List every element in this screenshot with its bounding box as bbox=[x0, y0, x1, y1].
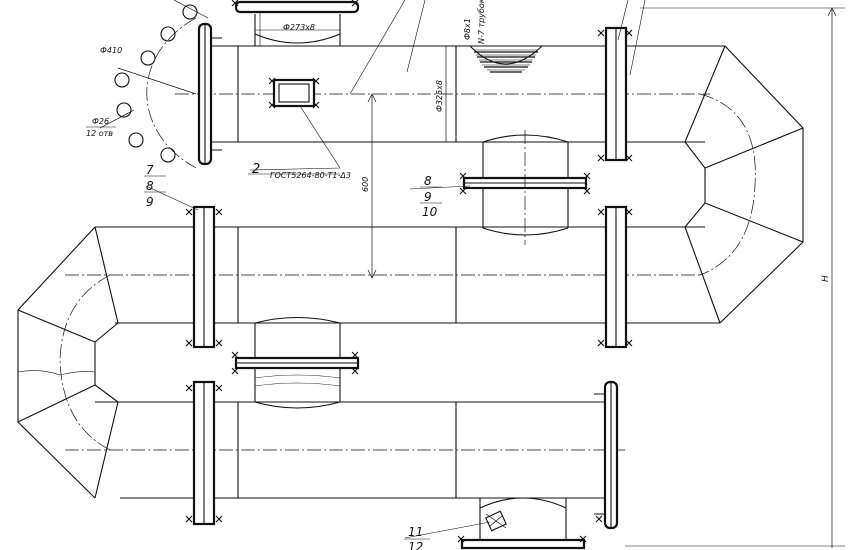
annotations: Ф410 Ф26 12 отв Ф273х8 Ф325х8 Ф8х1 N-7 т… bbox=[86, 0, 831, 550]
rect-nozzle bbox=[268, 77, 320, 109]
flange-middle-right bbox=[597, 205, 633, 349]
callout-8-9-10: 8 9 10 bbox=[420, 174, 442, 219]
flange-bottom-left bbox=[185, 380, 223, 526]
flange-top-left bbox=[197, 22, 222, 166]
flange-top-right bbox=[597, 26, 633, 162]
bottom-pipe bbox=[65, 401, 625, 499]
label-d325: Ф325х8 bbox=[435, 80, 444, 112]
callout-10: 10 bbox=[422, 205, 438, 219]
callout-8b: 8 bbox=[424, 174, 432, 188]
top-pipe bbox=[175, 45, 725, 143]
callout-9b: 9 bbox=[424, 190, 432, 204]
label-tube-dia: Ф8х1 bbox=[463, 18, 472, 40]
flange-middle-left bbox=[185, 205, 223, 349]
dimension-lines bbox=[145, 0, 845, 548]
left-elbow bbox=[17, 226, 119, 499]
nozzle-lower bbox=[231, 316, 360, 409]
label-d410: Ф410 bbox=[100, 46, 122, 55]
label-dim-h: H bbox=[821, 275, 831, 282]
bolt-circle-detail bbox=[99, 0, 209, 169]
callout-9: 9 bbox=[146, 195, 154, 209]
callout-11-12: 11 12 bbox=[404, 525, 430, 550]
callout-7: 7 bbox=[146, 163, 154, 177]
callout-12: 12 bbox=[408, 540, 423, 550]
nozzle-bottom bbox=[457, 497, 587, 550]
label-dim-600: 600 bbox=[361, 177, 370, 192]
callout-11: 11 bbox=[408, 525, 423, 539]
label-gost: ГОСТ5264-80-Т1-Δ3 bbox=[270, 171, 351, 180]
callout-8: 8 bbox=[146, 179, 154, 193]
label-d26: Ф26 bbox=[92, 117, 109, 126]
flanges bbox=[185, 22, 633, 530]
flange-bottom-right bbox=[594, 380, 619, 530]
label-tube-count: N-7 трубок bbox=[477, 0, 486, 44]
label-d273: Ф273х8 bbox=[283, 23, 315, 32]
bolt-holes bbox=[114, 4, 198, 163]
label-holes: 12 отв bbox=[86, 129, 113, 138]
nozzle-top bbox=[231, 0, 360, 46]
nozzle-middle bbox=[459, 130, 591, 245]
callout-7-8-9: 7 8 9 bbox=[144, 163, 166, 209]
right-elbow bbox=[684, 45, 804, 324]
label-nozzle-2: 2 bbox=[252, 162, 260, 177]
tube-bundle bbox=[469, 45, 543, 73]
